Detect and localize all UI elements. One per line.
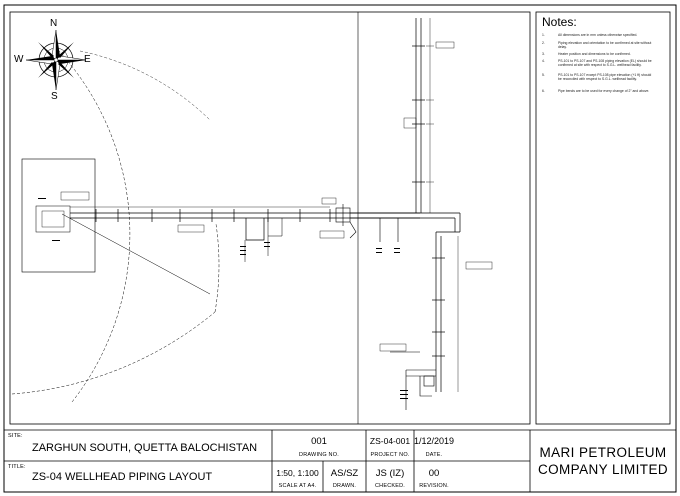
tag-box-2: [319, 230, 345, 239]
compass-west: W: [14, 54, 24, 65]
drawing-number-label: DRAWING NO.: [299, 452, 339, 458]
wellhead-block: [35, 205, 71, 233]
revision-label: REVISION.: [419, 483, 449, 489]
annotation-marks: [38, 198, 408, 399]
note-item: 2. Piping elevation and orientation to b…: [542, 41, 662, 52]
branch-pipe: [350, 212, 461, 392]
wellhead-area: [21, 158, 96, 273]
radius-arc: [57, 49, 131, 403]
note-item: 6. Pipe bends are to be used for every c…: [542, 89, 662, 100]
notes-title: Notes:: [542, 15, 577, 29]
note-item: 4. PS-101 to PS-107 and PS-108 piping el…: [542, 59, 662, 72]
checked-label: CHECKED.: [374, 483, 406, 489]
pipe-loop: [245, 218, 265, 241]
company-name-line1: MARI PETROLEUM: [539, 445, 667, 460]
scale-label: SCALE AT A4.: [278, 483, 317, 489]
company-name-line2: COMPANY LIMITED: [537, 462, 669, 477]
revision-value: 00: [428, 468, 440, 479]
compass-east: E: [84, 54, 91, 65]
drawing-area-border: [9, 11, 531, 425]
tag-box-3: [321, 197, 337, 205]
radius-arc-outer: [11, 311, 216, 395]
title-block-grid: [4, 429, 676, 492]
scale-value: 1:50, 1:100: [276, 468, 319, 478]
radius-line: [61, 213, 211, 295]
compass-rose-icon: [25, 29, 87, 91]
note-number: 1.: [542, 33, 545, 37]
outer-frame: [3, 4, 677, 493]
drawing-number: 001: [311, 436, 327, 447]
note-number: 4.: [542, 59, 545, 63]
note-item: 1. All dimensions are in mm unless other…: [542, 33, 662, 44]
title-value: ZS-04 WELLHEAD PIPING LAYOUT: [32, 471, 213, 483]
compass-north: N: [50, 18, 58, 29]
note-text: PS-101 to PS-107 except PS-108 pipe elev…: [558, 73, 652, 81]
drawn-label: DRAWN.: [332, 483, 357, 489]
note-number: 3.: [542, 52, 545, 56]
label-box-wellhead: [60, 191, 90, 201]
project-number: ZS-04-001: [369, 436, 411, 446]
wellhead-inner: [41, 210, 65, 228]
main-pipe-run: [70, 209, 420, 222]
riser-detail: [403, 117, 417, 129]
pipe-loop-2: [267, 218, 283, 237]
project-number-label: PROJECT NO.: [370, 452, 410, 458]
note-item: 5. PS-101 to PS-107 except PS-108 pipe e…: [542, 73, 662, 86]
note-number: 5.: [542, 73, 545, 77]
note-number: 2.: [542, 41, 545, 45]
date-value: 1/12/2019: [414, 436, 455, 446]
note-item: 3. Heater position and dimensions to be …: [542, 52, 662, 63]
site-value: ZARGHUN SOUTH, QUETTA BALOCHISTAN: [32, 442, 258, 454]
note-text: All dimensions are in mm unless otherwis…: [558, 33, 638, 37]
date-label: DATE.: [425, 452, 443, 458]
lower-tag: [379, 343, 407, 352]
junction-detail: [335, 204, 357, 239]
tag-box-1: [177, 224, 205, 233]
riser-tag: [435, 41, 455, 49]
branch-tag: [465, 261, 493, 270]
radius-arc-top: [79, 50, 211, 121]
note-number: 6.: [542, 89, 545, 93]
site-label: SITE:: [8, 433, 23, 439]
notes-border: [535, 11, 671, 425]
checked-value: JS (IZ): [375, 468, 405, 479]
riser-dimension: [426, 18, 434, 213]
drawn-value: AS/SZ: [330, 468, 359, 479]
note-text: PS-101 to PS-107 and PS-108 piping eleva…: [558, 59, 652, 67]
note-text: Pipe bends are to be used for every chan…: [558, 89, 650, 93]
vertical-riser: [412, 18, 425, 213]
note-text: Heater position and dimensions to be con…: [558, 52, 631, 56]
lower-branch: [379, 218, 436, 410]
compass-south: S: [51, 91, 58, 102]
title-label: TITLE:: [8, 464, 26, 470]
note-text: Piping elevation and orientation to be c…: [558, 41, 652, 49]
radius-arc-right: [214, 223, 220, 313]
